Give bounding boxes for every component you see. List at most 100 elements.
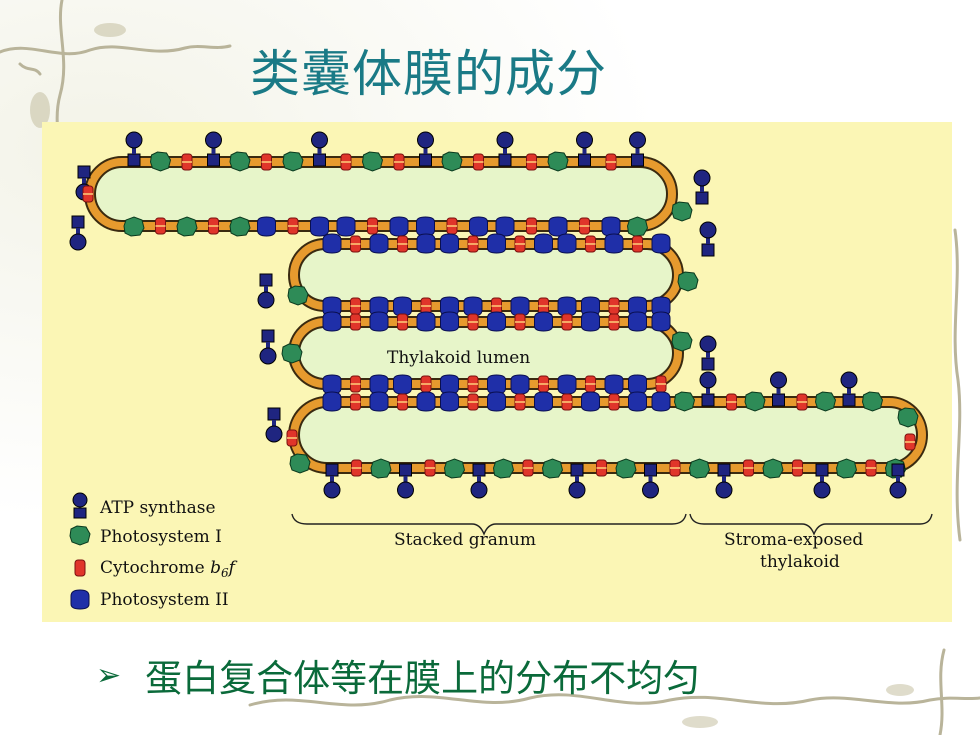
stroma-sac-top-12 [581,391,600,412]
stroma-sac-bottom-10 [541,458,564,479]
stroma-sac-bottom-15 [669,459,681,477]
granum1-top-13 [604,233,624,254]
stroma-sac-bottom-11 [568,463,586,499]
stroma-sac-bottom-2 [351,459,362,477]
stroma-sac-top-21 [796,393,808,411]
stroma-sac-top-4 [397,393,408,411]
granum2-bottom-9 [510,374,530,395]
top-sac-inner-10 [367,217,378,235]
top-sac-inner-20 [626,216,649,237]
stroma-sac-top-16 [673,391,696,412]
stroma-sac-bottom-13 [615,458,637,479]
top-sac-outer-10 [361,151,384,172]
granum1-top-2 [350,235,361,253]
stroma-sac-top-2 [350,393,361,411]
stroma-sac-bottom-16 [688,458,711,479]
top-sac-outer-4 [205,131,222,167]
stroma-sac-bottom-3 [370,458,392,479]
granum2-bottom-15 [655,375,667,393]
end-cap-protein-17 [897,407,919,428]
stroma-sac-top-13 [608,393,620,411]
granum2-top-11 [561,313,573,331]
end-cap-protein-2 [82,185,94,203]
stroma-sac-top-15 [651,391,671,412]
top-sac-outer-12 [417,131,434,167]
stroma-sac-bottom-17 [715,463,733,499]
legend-cyt-label-main: Cytochrome [100,558,211,578]
top-sac-outer-2 [149,151,172,172]
granum1-bottom-4 [393,296,412,317]
stroma-sac-top-6 [440,391,459,412]
end-cap-protein-5 [693,169,711,205]
stroma-sac-top-17 [699,371,717,407]
end-cap-protein-7 [287,285,309,306]
top-sac-outer-18 [576,131,593,167]
granum2-bottom-7 [467,375,479,393]
stroma-sac-bottom-6 [443,458,466,479]
stroma-exposed-brace [689,513,933,536]
stroma-sac-top-3 [369,391,389,412]
granum1-top-14 [632,235,643,253]
granum2-bottom-10 [538,375,549,393]
stroma-sac-bottom-8 [492,458,515,479]
granum2-bottom-2 [350,375,361,393]
stroma-sac-top-1 [322,391,342,412]
end-cap-protein-8 [699,221,717,257]
granum2-top-12 [581,311,600,332]
stroma-sac-bottom-5 [424,459,436,477]
granum2-bottom-11 [557,374,577,395]
end-cap-protein-13 [699,335,717,371]
stroma-sac-bottom-19 [762,458,784,479]
top-sac-outer-17 [547,151,569,172]
top-sac-inner-6 [257,216,276,237]
end-cap-protein-19 [889,463,907,499]
legend-ps1-label: Photosystem I [100,527,222,547]
granum2-top-14 [628,311,647,332]
stroma-sac-top-5 [416,391,436,412]
stroma-sac-top-22 [814,391,837,412]
top-sac-outer-15 [496,131,514,167]
top-sac-inner-14 [469,216,488,237]
top-sac-inner-9 [336,216,356,237]
top-sac-inner-11 [389,216,409,237]
stroma-sac-top-20 [770,371,787,407]
granum1-top-5 [416,233,436,254]
stroma-sac-top-18 [726,393,737,411]
granum2-top-13 [608,313,620,331]
granum1-bottom-9 [510,296,530,317]
top-sac-inner-12 [416,216,435,237]
top-sac-inner-3 [176,216,198,237]
region-braces [291,513,933,536]
end-cap-protein-4 [671,201,693,222]
granum2-top-1 [322,311,342,332]
granum2-bottom-3 [369,374,389,395]
top-sac-outer-6 [261,153,272,171]
granum2-top-2 [350,313,361,331]
thylakoid-sacs [84,156,928,474]
granum2-bottom-6 [440,374,459,395]
end-cap-protein-3 [69,215,87,251]
stroma-thylakoid-top [84,156,678,232]
granum1-top-1 [322,233,342,254]
end-cap-protein-10 [259,329,277,365]
top-sac-outer-13 [441,151,463,172]
granum1-top-12 [585,235,596,253]
granum2-top-3 [369,311,389,332]
page-title: 类囊体膜的成分 [250,45,607,103]
granum2-bottom-8 [487,374,506,395]
end-cap-protein-6 [257,273,275,309]
top-sac-outer-1 [125,131,143,167]
top-sac-outer-5 [229,151,251,172]
arrow-bullet-icon: ➢ [96,657,122,693]
top-sac-inner-1 [123,216,145,237]
granum1-top-3 [369,233,389,254]
top-sac-inner-17 [548,216,568,237]
granum-thylakoid-1 [288,238,684,312]
stroma-sac-bottom-23 [865,459,877,477]
cytochrome-icon [74,559,86,577]
membrane-proteins [69,131,919,499]
granum1-top-6 [440,233,459,254]
top-sac-inner-5 [229,216,251,237]
end-cap-protein-11 [281,343,303,364]
